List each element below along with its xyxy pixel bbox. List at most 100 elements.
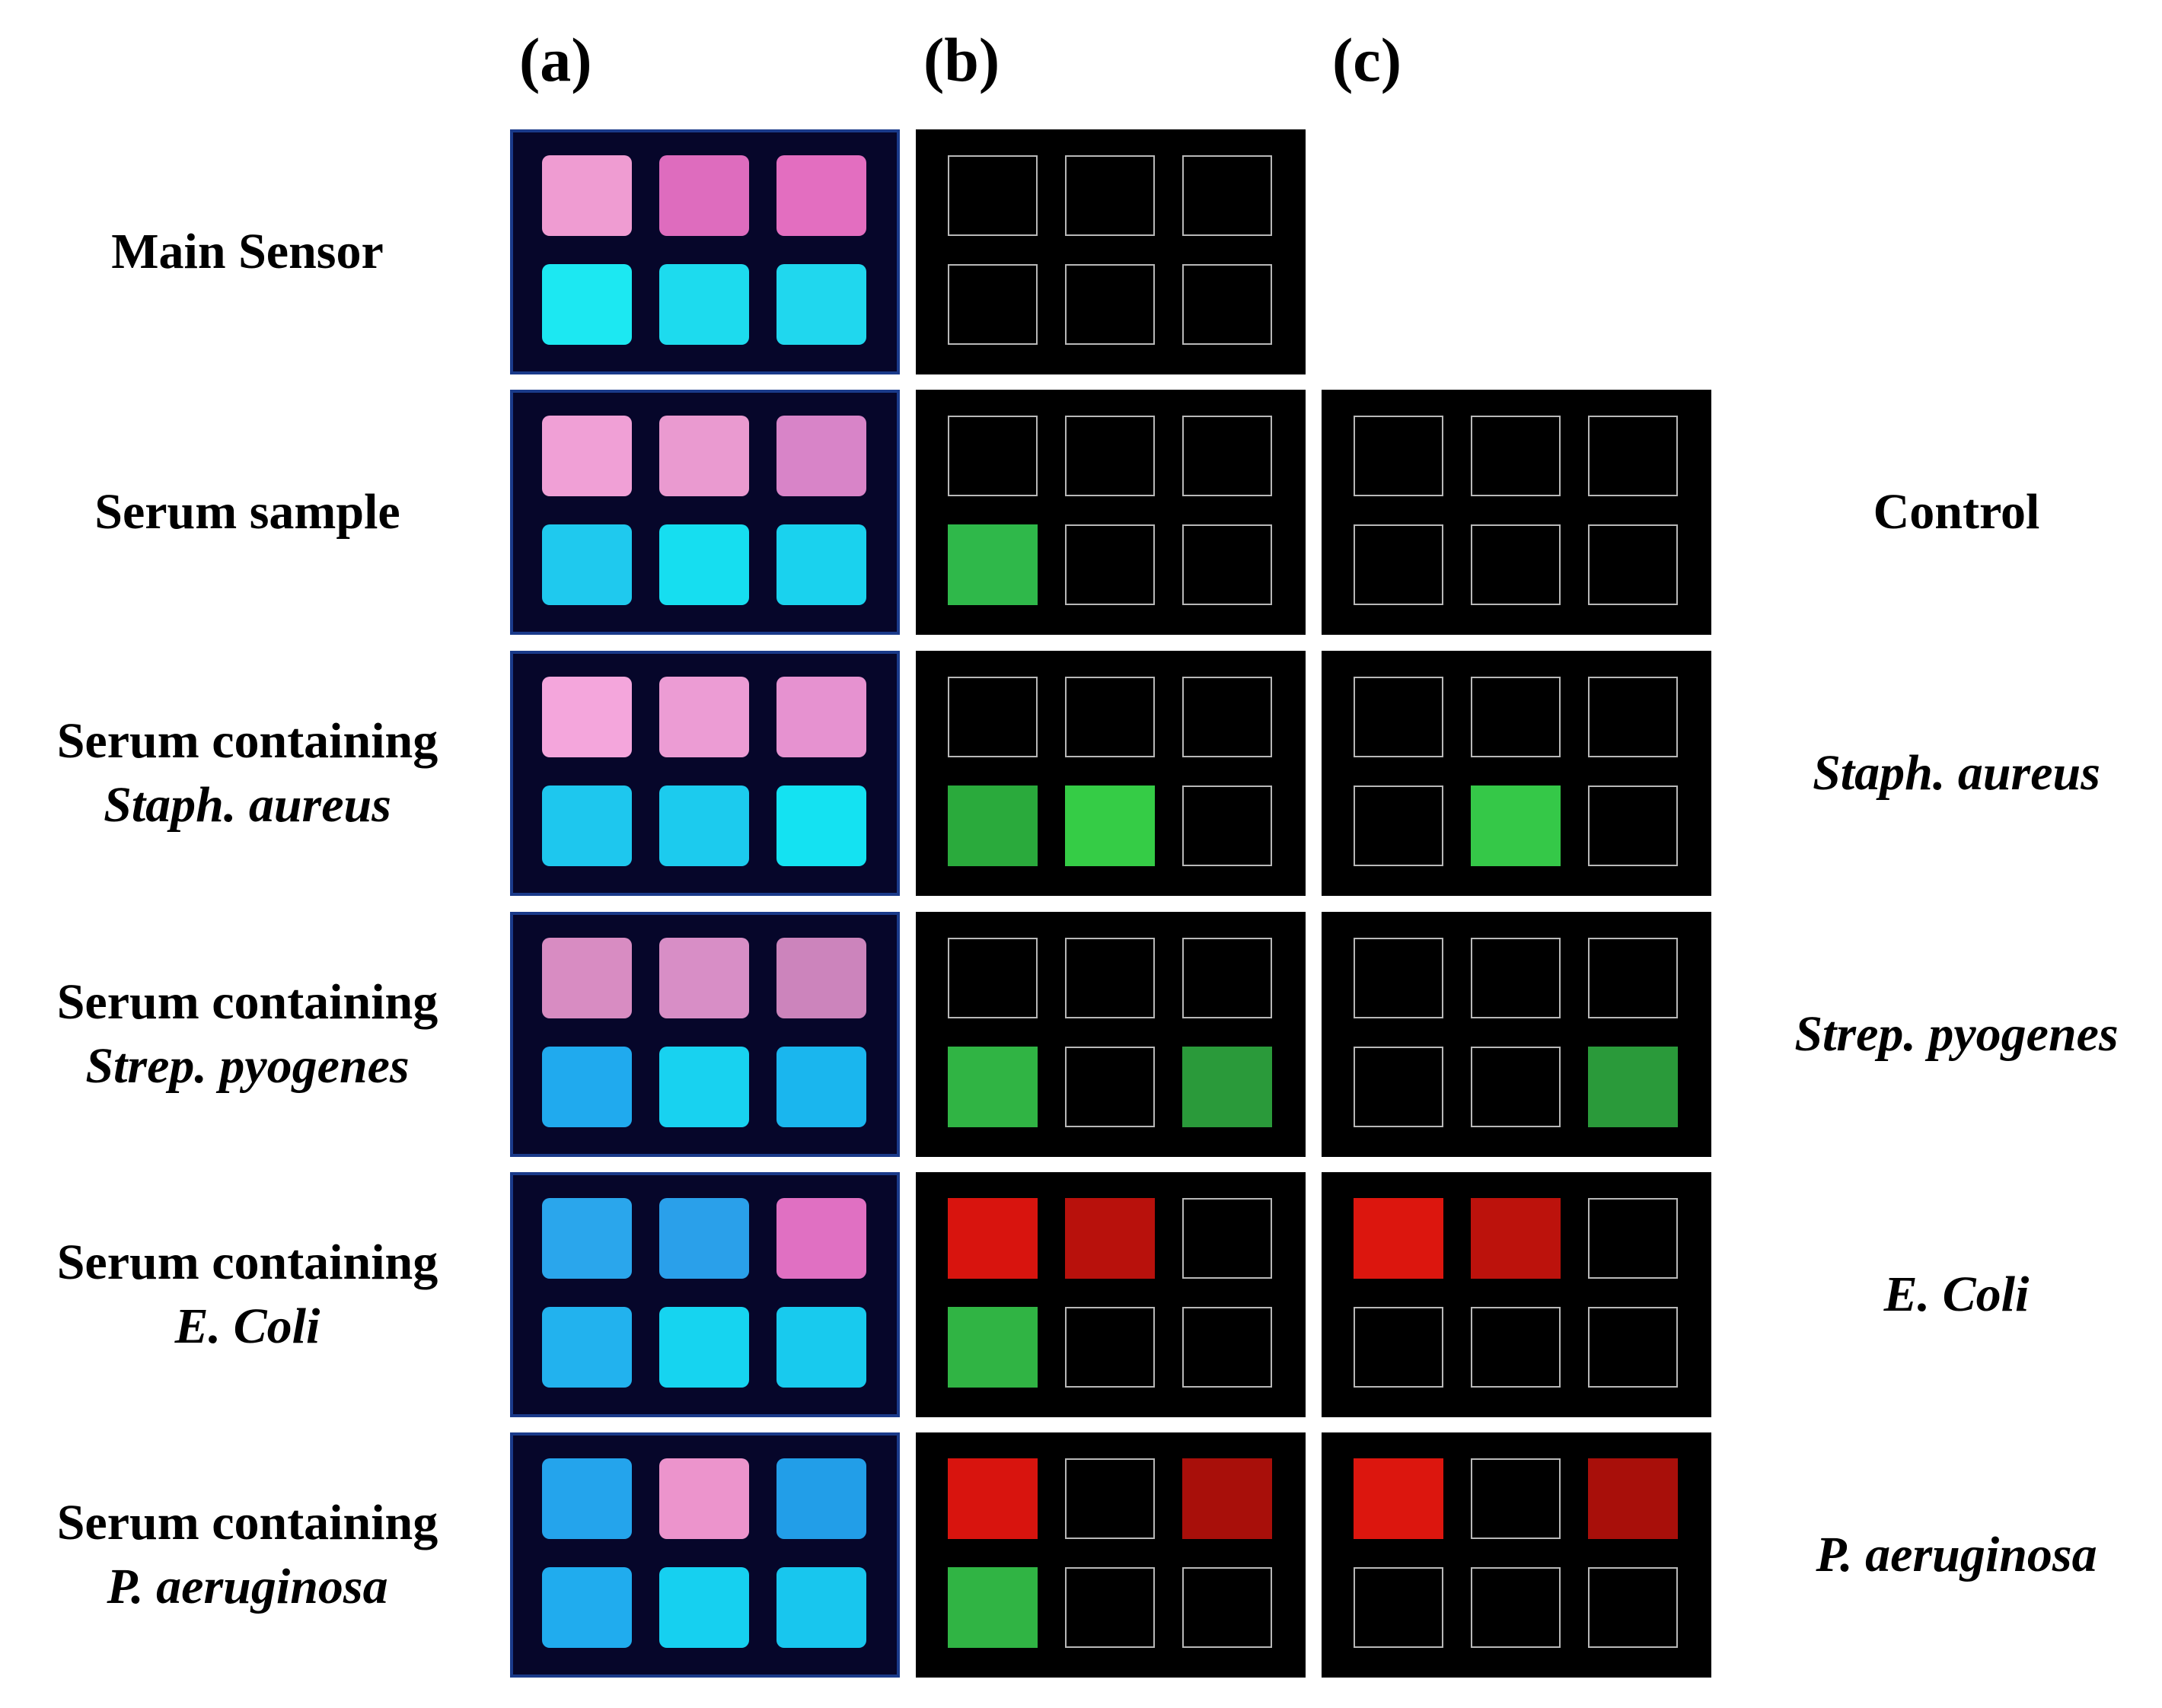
sensor-spot [542,1458,632,1539]
sensor-photo-row-6 [510,1432,900,1678]
sensor-spot [659,1307,749,1388]
pattern-cell [1065,416,1155,496]
pattern-cell [1588,1047,1678,1127]
pattern-cell [1065,1047,1155,1127]
pattern-cell [948,1458,1038,1539]
sensor-spot [659,1047,749,1127]
pattern-cell [1065,938,1155,1018]
pattern-cell [1182,416,1272,496]
pattern-cell [1471,416,1561,496]
row-label-species: P. aeruginosa [107,1559,388,1614]
pattern-cell [1471,677,1561,757]
sensor-spot [776,1198,866,1279]
pattern-cell [1182,938,1272,1018]
sensor-spot [776,524,866,605]
column-header-a: (a) [519,25,592,94]
sensor-spot [776,416,866,496]
pattern-c-row-6 [1322,1432,1711,1678]
row-label-species: Staph. aureus [104,777,391,833]
pattern-cell [1065,785,1155,866]
sensor-photo-row-3 [510,651,900,896]
pattern-cell [1588,1567,1678,1648]
sensor-photo-row-4 [510,912,900,1157]
pattern-cell [1471,1198,1561,1279]
row-label-line-1: Serum containing [56,1235,438,1290]
pattern-cell [948,1567,1038,1648]
column-header-c: (c) [1332,25,1402,94]
row-label-species: E. Coli [174,1299,320,1354]
row-label-line-1: Serum containing [56,974,438,1030]
sensor-spot [776,677,866,757]
sensor-spot [776,1458,866,1539]
row-label-line-1: Serum containing [56,1495,438,1550]
pattern-cell [1471,524,1561,605]
pattern-cell [1354,1567,1443,1648]
pattern-c-row-3 [1322,651,1711,896]
pattern-cell [948,524,1038,605]
pattern-cell [1354,1458,1443,1539]
pattern-b-row-2 [916,390,1306,635]
pattern-cell [1354,677,1443,757]
pattern-cell [1065,1198,1155,1279]
pattern-cell [1354,1047,1443,1127]
sensor-spot [542,524,632,605]
sensor-photo-row-5 [510,1172,900,1417]
pattern-cell [1588,1198,1678,1279]
pattern-cell [1182,785,1272,866]
sensor-spot [542,416,632,496]
pattern-cell [1354,524,1443,605]
sensor-spot [542,264,632,345]
sensor-spot [659,938,749,1018]
right-label: Staph. aureus [1813,745,2100,801]
sensor-spot [542,1307,632,1388]
row-label: Serum sample [0,480,495,544]
pattern-cell [1182,677,1272,757]
pattern-cell [1471,785,1561,866]
sensor-spot [542,1047,632,1127]
pattern-c-row-5 [1322,1172,1711,1417]
pattern-cell [1588,785,1678,866]
pattern-cell [1354,1307,1443,1388]
sensor-spot [542,785,632,866]
pattern-cell [1065,264,1155,345]
pattern-cell [1471,1307,1561,1388]
pattern-cell [1588,1458,1678,1539]
right-label: Strep. pyogenes [1794,1006,2119,1062]
pattern-cell [1182,264,1272,345]
pattern-cell [948,416,1038,496]
sensor-spot [659,1198,749,1279]
pattern-cell [1182,1198,1272,1279]
sensor-spot [776,155,866,236]
sensor-spot [776,1307,866,1388]
pattern-cell [1588,1307,1678,1388]
pattern-cell [1182,524,1272,605]
pattern-cell [1588,524,1678,605]
sensor-spot [659,785,749,866]
pattern-cell [948,1307,1038,1388]
pattern-cell [1182,1567,1272,1648]
sensor-spot [776,938,866,1018]
pattern-b-row-5 [916,1172,1306,1417]
right-label: E. Coli [1883,1267,2030,1322]
sensor-spot [542,938,632,1018]
sensor-spot [659,1567,749,1648]
pattern-b-row-6 [916,1432,1306,1678]
row-label: Main Sensor [0,220,495,284]
row-label-line-1: Serum sample [94,484,400,540]
pattern-cell [948,785,1038,866]
sensor-photo-row-2 [510,390,900,635]
sensor-spot [776,785,866,866]
sensor-spot [659,155,749,236]
row-label: Serum containing E. Coli [0,1231,495,1359]
pattern-c-row-4 [1322,912,1711,1157]
pattern-cell [948,1198,1038,1279]
pattern-cell [1182,1047,1272,1127]
pattern-cell [1182,1307,1272,1388]
pattern-cell [1588,938,1678,1018]
pattern-cell [1065,155,1155,236]
row-label-species: Strep. pyogenes [85,1038,410,1094]
sensor-photo-row-1 [510,129,900,374]
right-label: P. aeruginosa [1816,1527,2097,1582]
